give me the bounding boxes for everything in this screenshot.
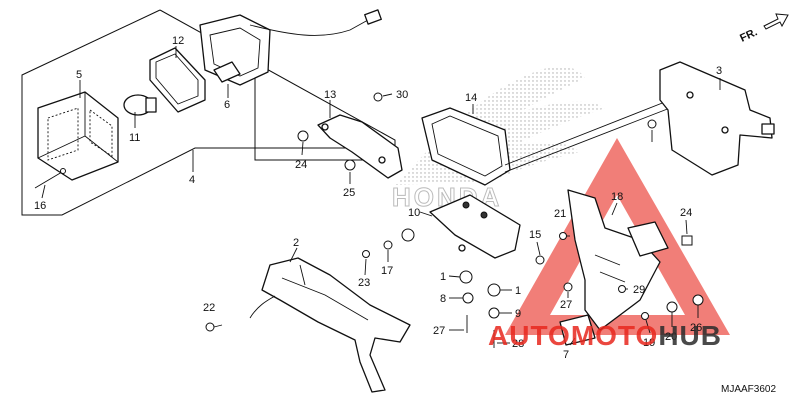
callout-7a: 8	[440, 293, 446, 305]
bolt-28	[373, 92, 383, 102]
rear-fender-2	[249, 257, 411, 393]
callout-19: 21	[554, 208, 566, 220]
watermark-auto: AUTO	[488, 320, 571, 351]
callout-8: 12	[172, 35, 184, 47]
support-rod	[504, 99, 671, 173]
callout-24a: 24	[295, 159, 307, 171]
callout-25: 26	[690, 322, 702, 334]
callout-4: 4	[189, 174, 195, 186]
grommet-9	[401, 228, 415, 242]
rubber-1b	[487, 283, 501, 297]
callout-27b: 28	[512, 338, 524, 350]
tail-light-lens	[37, 91, 119, 181]
socket-wiring	[199, 9, 382, 86]
callout-17: 19	[643, 337, 655, 349]
license-bracket-16	[559, 189, 669, 346]
gasket	[149, 47, 206, 113]
callout-6: 6	[224, 99, 230, 111]
collar-15	[383, 240, 393, 250]
callout-9: 10	[408, 207, 420, 219]
leader-lines	[41, 46, 721, 346]
callout-18: 16	[34, 200, 46, 212]
callout-2: 2	[293, 237, 299, 249]
front-label: FR.	[738, 26, 759, 44]
bracket-13	[317, 114, 403, 179]
bolt-20	[205, 322, 215, 332]
callout-1b: 1	[515, 285, 521, 297]
diagram-code: MJAAF3602	[721, 384, 776, 395]
callout-16: 18	[611, 191, 623, 203]
callout-14: 14	[465, 92, 477, 104]
callouts: 5 11 12 6 16 4 13 30 24 25 14 3 10 15 17…	[34, 35, 722, 361]
watermark-wordmark: AUTOMOTOHUB	[488, 320, 722, 351]
bulb	[123, 94, 157, 116]
callout-28: 30	[396, 89, 408, 101]
rubber-1a	[459, 270, 473, 284]
bolt-30	[647, 119, 657, 129]
callout-12: 15	[529, 229, 541, 241]
nut-23	[681, 235, 693, 246]
callout-27a: 27	[433, 325, 445, 337]
callout-21: 23	[358, 277, 370, 289]
bracket-9	[429, 194, 521, 259]
front-direction-indicator: FR.	[738, 13, 789, 45]
bolt-26	[563, 282, 573, 292]
bolt-21	[362, 250, 370, 258]
callout-3: 3	[716, 65, 722, 77]
callout-5: 5	[76, 69, 82, 81]
callout-29: 29	[633, 284, 645, 296]
nut-25	[692, 294, 704, 306]
washer-24a	[297, 130, 309, 142]
callout-1a: 1	[440, 271, 446, 283]
callout-13: 13	[324, 89, 336, 101]
screw-19	[559, 232, 567, 240]
screw-18	[34, 168, 66, 189]
bracket-3	[659, 61, 775, 176]
callout-22: 20	[665, 331, 677, 343]
callout-26: 27	[560, 299, 572, 311]
svg-text:AUTOMOTOHUB: AUTOMOTOHUB	[488, 320, 722, 351]
front-arrow-icon	[763, 13, 789, 30]
callout-15: 17	[381, 265, 393, 277]
washer-24b	[344, 159, 356, 171]
washer-29	[618, 285, 626, 293]
callout-24b: 25	[343, 187, 355, 199]
callout-20: 22	[203, 302, 215, 314]
callout-23: 24	[680, 207, 692, 219]
callout-7b: 9	[515, 308, 521, 320]
collar-7b	[488, 307, 500, 319]
callout-10: 7	[563, 349, 569, 361]
watermark-moto: MOTO	[571, 320, 658, 351]
screw-17	[641, 312, 649, 320]
collar-7a	[462, 292, 474, 304]
watermark-hub: HUB	[658, 320, 722, 351]
cap-12	[535, 255, 545, 265]
hardware	[205, 92, 704, 348]
nut-22	[666, 301, 678, 313]
watermark-triangle	[505, 138, 730, 335]
callout-11: 11	[129, 132, 140, 144]
